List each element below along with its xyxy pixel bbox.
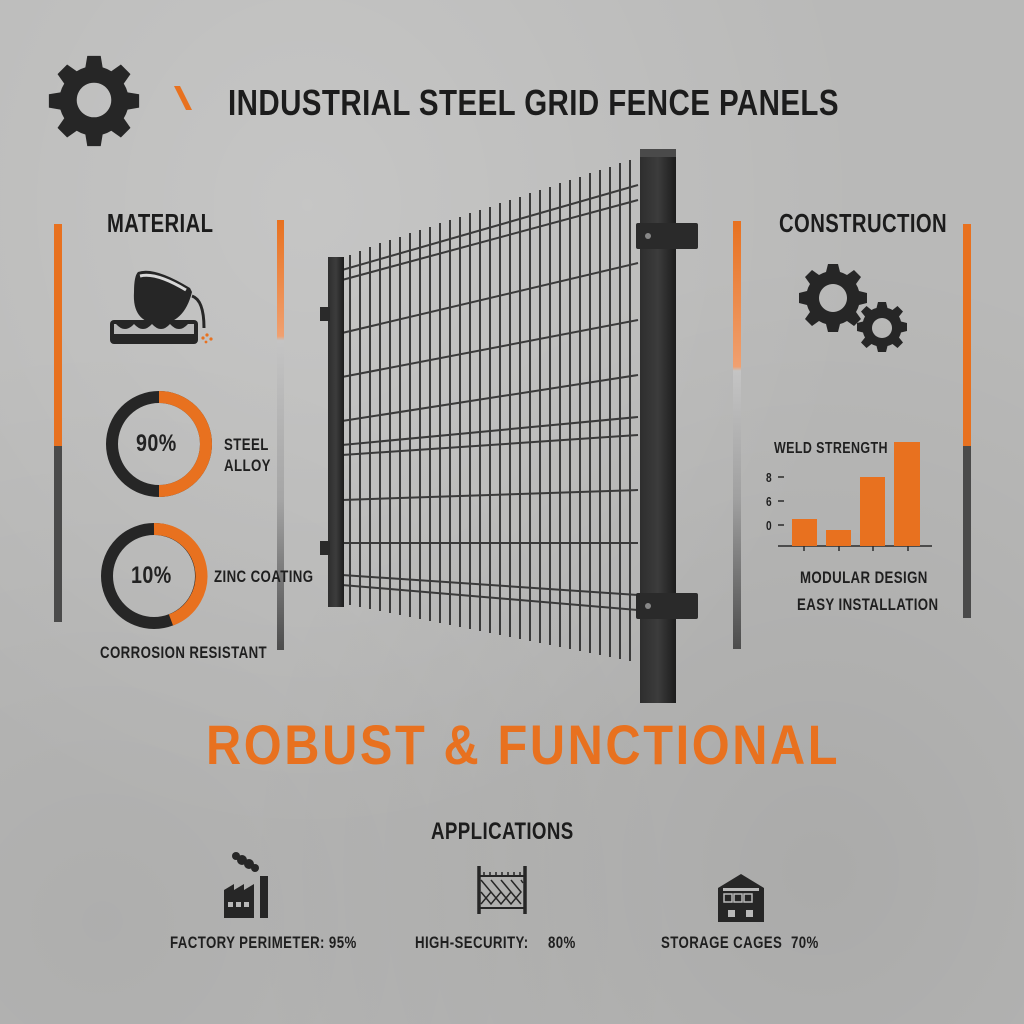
zinc-coating-donut <box>99 521 209 631</box>
high-security-value: 80% <box>548 933 576 952</box>
slash-accent-icon <box>116 78 216 118</box>
construction-heading: CONSTRUCTION <box>779 208 948 238</box>
left-inner-bar <box>277 220 284 650</box>
zinc-coating-label: ZINC COATING <box>214 567 314 586</box>
applications-heading: APPLICATIONS <box>431 818 574 845</box>
storage-cages-label: STORAGE CAGES <box>661 933 783 952</box>
factory-perimeter-label: FACTORY PERIMETER: 95% <box>170 933 357 952</box>
steel-alloy-donut <box>104 389 214 499</box>
steel-alloy-label-line2: ALLOY <box>224 456 271 475</box>
warehouse-icon <box>718 874 764 922</box>
material-heading: MATERIAL <box>107 208 214 238</box>
factory-icon <box>222 850 280 920</box>
fence-panel-image <box>320 145 710 705</box>
storage-cages-value: 70% <box>791 933 819 952</box>
left-outer-bar-dark <box>54 446 62 622</box>
feature-modular-design: MODULAR DESIGN <box>800 568 928 587</box>
header-gear-icon <box>46 52 142 148</box>
right-inner-bar <box>733 221 741 649</box>
right-outer-bar <box>963 224 971 446</box>
steel-alloy-label-line1: STEEL <box>224 435 269 454</box>
y-tick-0: 0 <box>766 518 773 533</box>
zinc-coating-value: 10% <box>131 562 172 589</box>
y-tick-6: 6 <box>766 494 773 509</box>
steel-alloy-value: 90% <box>136 430 177 457</box>
high-security-label: HIGH-SECURITY: <box>415 933 529 952</box>
right-outer-bar-dark <box>963 446 971 618</box>
left-outer-bar <box>54 224 62 446</box>
feature-easy-installation: EASY INSTALLATION <box>797 595 939 614</box>
page-title: INDUSTRIAL STEEL GRID FENCE PANELS <box>228 82 839 123</box>
security-fence-icon <box>476 866 528 916</box>
y-tick-8: 8 <box>766 470 773 485</box>
tagline: ROBUST & FUNCTIONAL <box>206 713 841 776</box>
weld-strength-title: WELD STRENGTH <box>774 440 888 457</box>
molten-steel-pouring-icon <box>108 266 228 358</box>
gears-icon <box>798 262 914 358</box>
corrosion-resistant-label: CORROSION RESISTANT <box>100 643 268 662</box>
weld-strength-chart <box>760 440 940 555</box>
